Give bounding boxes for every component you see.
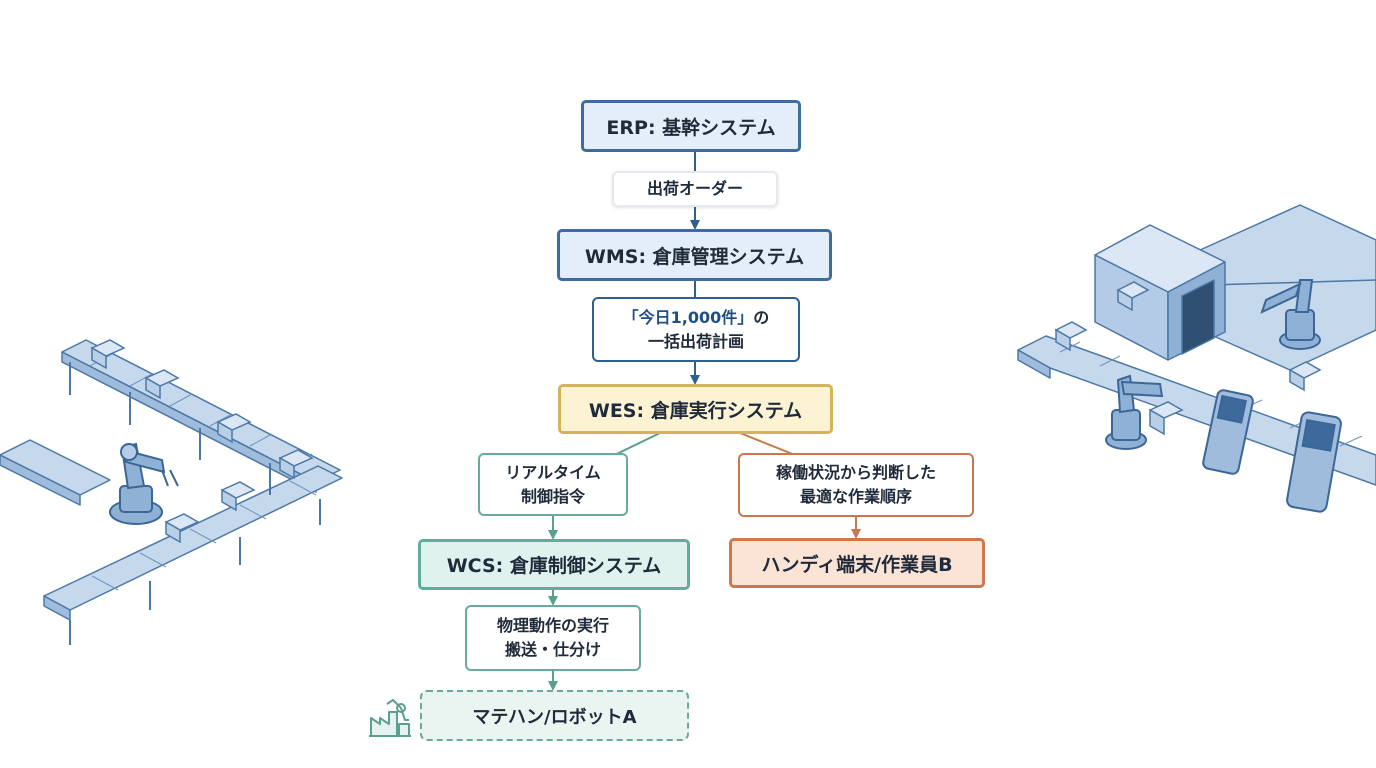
physical-execution-label: 物理動作の実行 搬送・仕分け — [465, 605, 641, 671]
optimal-line1: 稼働状況から判断した — [775, 463, 936, 482]
realtime-control-label: リアルタイム 制御指令 — [478, 453, 628, 516]
handy-terminal-worker-node[interactable]: ハンディ端末/作業員B — [729, 538, 985, 588]
wms-system-node[interactable]: WMS: 倉庫管理システム — [557, 229, 832, 281]
batch-plan-suffix: の — [753, 307, 770, 327]
batch-shipping-plan-label: 「今日1,000件」の 一括出荷計画 — [592, 297, 800, 362]
batch-plan-highlight: 「今日1,000件」 — [622, 307, 754, 327]
material-handling-robot-node[interactable]: マテハン/ロボットA — [420, 690, 689, 741]
optimal-sequence-label: 稼働状況から判断した 最適な作業順序 — [738, 453, 974, 517]
wes-system-node[interactable]: WES: 倉庫実行システム — [558, 384, 833, 434]
realtime-line1: リアルタイム — [505, 462, 601, 482]
physical-line2: 搬送・仕分け — [504, 640, 601, 659]
erp-system-node[interactable]: ERP: 基幹システム — [581, 100, 801, 152]
wcs-system-node[interactable]: WCS: 倉庫制御システム — [418, 539, 690, 590]
shipping-order-label: 出荷オーダー — [612, 171, 778, 207]
factory-robot-icon — [369, 699, 411, 737]
physical-line1: 物理動作の実行 — [496, 616, 609, 635]
optimal-line2: 最適な作業順序 — [799, 487, 912, 506]
batch-plan-line2: 一括出荷計画 — [647, 331, 744, 351]
batch-plan-line1: 「今日1,000件」の — [623, 306, 770, 330]
realtime-line2: 制御指令 — [520, 486, 585, 506]
